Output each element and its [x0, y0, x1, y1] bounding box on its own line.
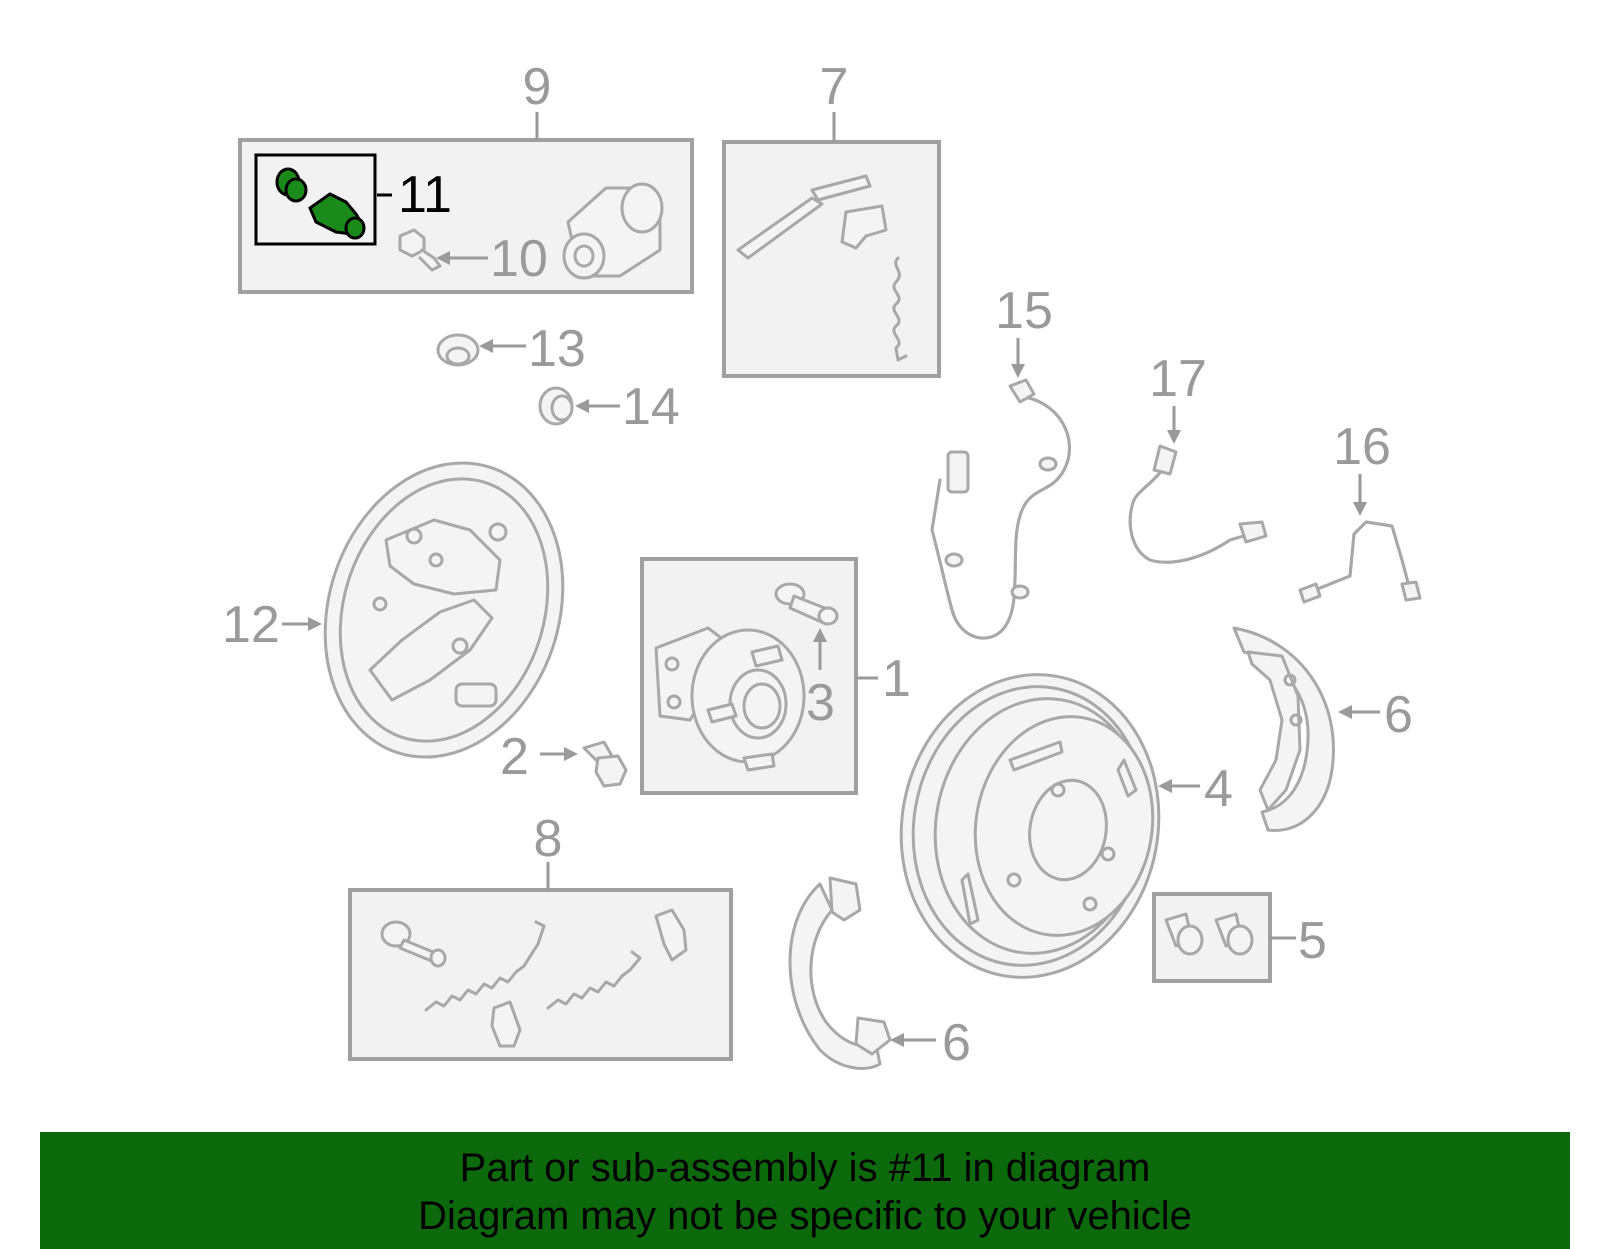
- plug-14[interactable]: [538, 386, 574, 426]
- callout-13[interactable]: 13: [528, 320, 586, 378]
- callout-8[interactable]: 8: [534, 810, 563, 868]
- hold-down-pin[interactable]: [380, 920, 447, 968]
- callout-6a[interactable]: 6: [1384, 686, 1413, 744]
- callout-11[interactable]: 11: [398, 166, 452, 224]
- hub-bolt-3[interactable]: [774, 582, 839, 626]
- bolt-2[interactable]: [582, 740, 628, 788]
- brake-hose-17[interactable]: [1128, 444, 1268, 564]
- group-8-hardware-kit: 8: [348, 810, 733, 1061]
- banner-line-1: Part or sub-assembly is #11 in diagram: [459, 1146, 1151, 1190]
- brake-shoe-lower-6[interactable]: [788, 876, 892, 1070]
- callout-6b[interactable]: 6: [942, 1014, 971, 1072]
- callout-12[interactable]: 12: [222, 596, 280, 654]
- group-7-adjuster-kit: 7: [722, 58, 941, 378]
- wheel-cylinder[interactable]: [562, 182, 664, 280]
- plug-13[interactable]: [436, 333, 480, 367]
- drum-screw-2[interactable]: [1214, 912, 1254, 956]
- group-5-drum-screws: 5: [1152, 892, 1327, 983]
- adjuster-spring[interactable]: [892, 256, 908, 362]
- adjuster-rod[interactable]: [736, 196, 824, 260]
- info-banner: Part or sub-assembly is #11 in diagram D…: [40, 1132, 1570, 1249]
- callout-10[interactable]: 10: [490, 230, 548, 288]
- callout-1[interactable]: 1: [882, 650, 911, 708]
- adjuster-lever[interactable]: [840, 204, 888, 250]
- hub-flange[interactable]: [654, 626, 806, 772]
- return-spring[interactable]: [424, 920, 546, 1012]
- callout-4[interactable]: 4: [1204, 760, 1233, 818]
- abs-sensor-15[interactable]: [930, 378, 1071, 640]
- clip-2[interactable]: [654, 908, 688, 962]
- backing-plate-12[interactable]: [288, 432, 599, 788]
- callout-16[interactable]: 16: [1333, 418, 1391, 476]
- group-9-wheel-cylinder-kit: 9 10 11: [238, 58, 694, 294]
- highlight-box-11: [254, 153, 377, 246]
- callout-15[interactable]: 15: [995, 282, 1053, 340]
- callout-9[interactable]: 9: [523, 58, 552, 116]
- callout-14[interactable]: 14: [622, 378, 680, 436]
- callout-3[interactable]: 3: [806, 674, 835, 732]
- brake-line-16[interactable]: [1298, 520, 1422, 604]
- drum-screw[interactable]: [1164, 912, 1204, 956]
- brake-shoe-upper-6[interactable]: [1232, 626, 1335, 832]
- clip[interactable]: [490, 1000, 522, 1048]
- banner-line-2: Diagram may not be specific to your vehi…: [418, 1194, 1192, 1238]
- brake-drum-4[interactable]: [878, 654, 1183, 998]
- callout-2[interactable]: 2: [500, 728, 529, 786]
- callout-17[interactable]: 17: [1149, 350, 1207, 408]
- bleeder-screw-10[interactable]: [398, 228, 442, 272]
- return-spring-2[interactable]: [546, 950, 642, 1010]
- callout-5[interactable]: 5: [1298, 912, 1327, 970]
- highlighted-part-11[interactable]: [275, 167, 366, 240]
- callout-7[interactable]: 7: [820, 58, 849, 116]
- group-1-hub-assembly: 1 3: [640, 557, 911, 795]
